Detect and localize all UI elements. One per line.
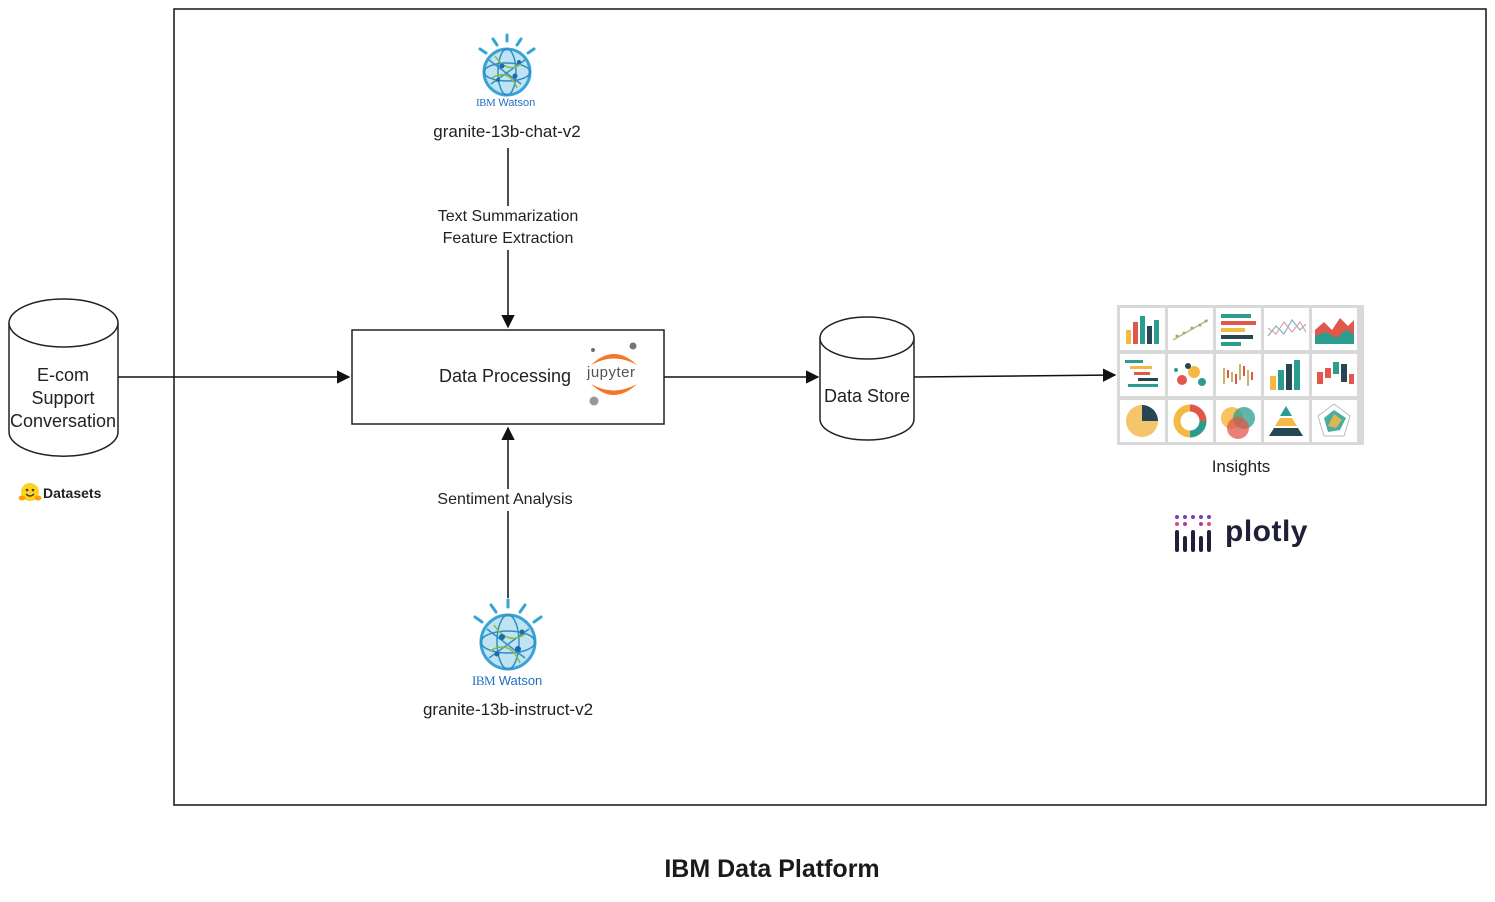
plotly-logo-icon bbox=[1175, 515, 1211, 552]
insights-chart-gallery-icon bbox=[1117, 305, 1364, 445]
jupyter-wordmark: jupyter bbox=[587, 364, 636, 381]
platform-title: IBM Data Platform bbox=[664, 855, 880, 883]
platform-boundary bbox=[173, 8, 1487, 806]
data-processing-box bbox=[351, 329, 665, 425]
watson-word: Watson bbox=[498, 673, 543, 688]
datasets-label: Datasets bbox=[43, 485, 102, 501]
ibm-wordmark: IBM bbox=[472, 673, 496, 688]
source-label-line: E-com bbox=[36, 365, 89, 385]
source-database-cylinder bbox=[8, 298, 119, 457]
insights-label: Insights bbox=[1211, 457, 1271, 476]
data-processing-label: Data Processing bbox=[439, 366, 572, 386]
jupyter-logo-icon bbox=[589, 342, 637, 406]
ibm-wordmark: IBM bbox=[476, 97, 496, 109]
source-label: E-com Support Conversation bbox=[10, 364, 116, 433]
watson-top-brand: IBM Watson bbox=[476, 97, 535, 109]
plotly-wordmark: plotly bbox=[1225, 515, 1308, 548]
source-label-line: Support bbox=[31, 388, 95, 408]
hugging-face-icon bbox=[18, 483, 42, 501]
source-label-line: Conversation bbox=[9, 411, 117, 431]
watson-word: Watson bbox=[498, 97, 536, 109]
watson-bottom-brand: IBM Watson bbox=[472, 673, 542, 689]
bottom-model-name: granite-13b-instruct-v2 bbox=[422, 700, 594, 719]
bottom-edge-label: Sentiment Analysis bbox=[435, 489, 575, 511]
edge-label-line: Feature Extraction bbox=[442, 230, 574, 247]
top-edge-label: Text Summarization Feature Extraction bbox=[435, 206, 581, 250]
ibm-watson-top-icon bbox=[478, 33, 536, 97]
data-store-label: Data Store bbox=[823, 386, 911, 406]
top-model-name: granite-13b-chat-v2 bbox=[433, 122, 581, 141]
data-store-cylinder bbox=[819, 316, 915, 441]
edge-store-to-insights bbox=[913, 368, 1117, 382]
edge-label-line: Text Summarization bbox=[437, 208, 579, 225]
ibm-watson-bottom-icon bbox=[473, 598, 543, 671]
